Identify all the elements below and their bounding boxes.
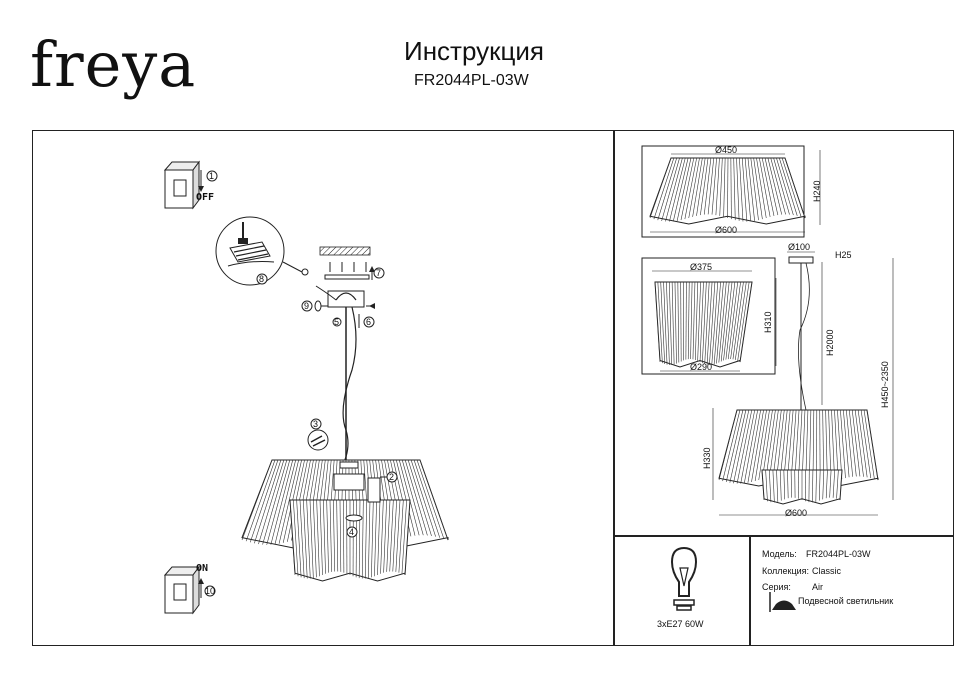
dim-top-bottom-diameter: Ø600 xyxy=(715,225,738,235)
instruction-frame xyxy=(32,130,954,646)
wiring-detail-circle xyxy=(215,216,303,286)
step-label-9: 9 xyxy=(304,301,310,311)
frame-divider-horizontal xyxy=(613,535,954,537)
lamp-holder-detail xyxy=(333,461,398,538)
ceiling-mount xyxy=(301,246,385,328)
model-value: FR2044PL-03W xyxy=(806,549,871,559)
dim-canopy-diameter: Ø100 xyxy=(788,242,811,252)
series-value: Air xyxy=(812,582,823,592)
dim-inner-bottom-diameter: Ø290 xyxy=(690,362,713,372)
switch-off-illustration xyxy=(163,160,218,210)
lamp-type-value: Подвесной светильник xyxy=(798,596,894,606)
step-label-6: 6 xyxy=(366,317,372,327)
collection-label: Коллекция: xyxy=(762,566,810,576)
step-label-7: 7 xyxy=(376,268,382,278)
suspension-cable xyxy=(339,306,357,471)
shade-inner-drawing xyxy=(654,281,753,368)
step-label-4: 4 xyxy=(349,527,355,537)
brand-logo: freya xyxy=(30,28,197,101)
dim-total-height: H450~2350 xyxy=(880,361,890,408)
step-label-3: 3 xyxy=(313,419,319,429)
pendant-type-icon xyxy=(769,592,796,612)
dim-canopy-height: H25 xyxy=(835,250,852,260)
frame-divider-vertical xyxy=(613,130,615,646)
dim-inner-top-diameter: Ø375 xyxy=(690,262,713,272)
dim-shade-diameter: Ø600 xyxy=(785,508,808,518)
info-divider-vertical xyxy=(749,535,751,646)
step-label-2: 2 xyxy=(389,472,395,482)
bulb-spec: 3xE27 60W xyxy=(657,619,704,629)
dim-shade-height: H330 xyxy=(702,447,712,469)
collection-value: Classic xyxy=(812,566,842,576)
switch-off-label: OFF xyxy=(196,192,215,203)
shade-assembly xyxy=(241,459,449,582)
dim-cable-length: H2000 xyxy=(825,329,835,356)
step-label-1: 1 xyxy=(209,171,215,181)
switch-on-illustration xyxy=(163,565,216,615)
dim-inner-height: H310 xyxy=(763,311,773,333)
series-label: Серия: xyxy=(762,582,791,592)
step-label-5: 5 xyxy=(334,317,340,327)
full-lamp-drawing xyxy=(712,251,894,516)
dim-top-height: H240 xyxy=(812,180,822,202)
switch-on-label: ON xyxy=(196,563,209,574)
connector-detail xyxy=(307,418,329,451)
step-label-8: 8 xyxy=(259,274,265,284)
dim-top-diameter: Ø450 xyxy=(715,145,738,155)
step-label-10: 10 xyxy=(205,586,216,596)
page-title: Инструкция xyxy=(404,36,544,66)
shade-top-drawing xyxy=(649,157,806,225)
model-code-heading: FR2044PL-03W xyxy=(414,72,529,89)
bulb-icon xyxy=(670,546,698,611)
model-label: Модель: xyxy=(762,549,797,559)
